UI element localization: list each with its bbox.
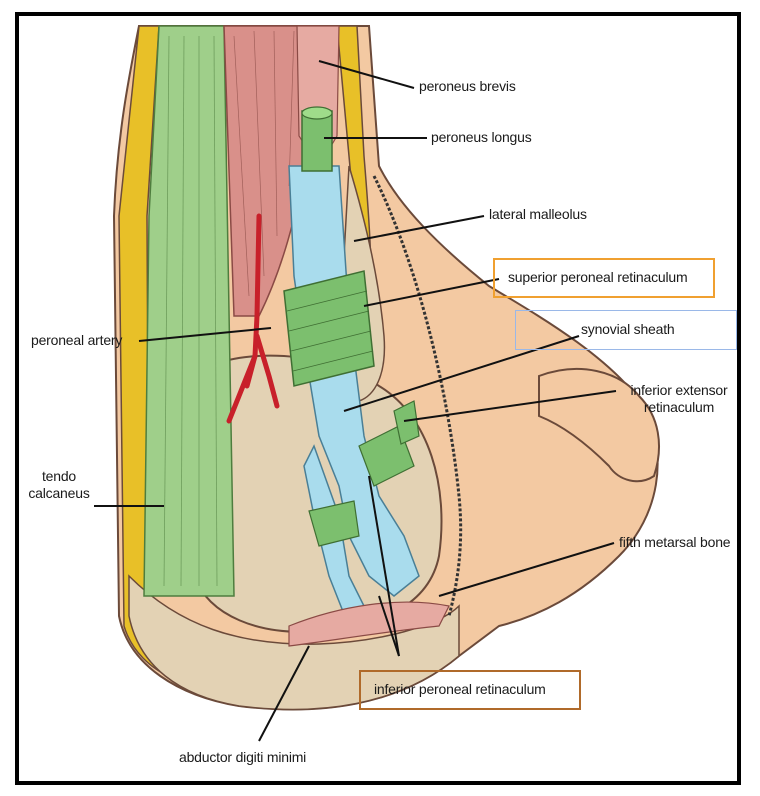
label-inferior-extensor-line2: retinaculum bbox=[644, 399, 714, 415]
label-lateral-malleolus: lateral malleolus bbox=[489, 206, 587, 222]
label-abductor-digiti-minimi: abductor digiti minimi bbox=[179, 749, 306, 765]
label-superior-peroneal-retinaculum: superior peroneal retinaculum bbox=[508, 269, 687, 285]
label-inferior-extensor-retinaculum: inferior extensor retinaculum bbox=[619, 382, 739, 416]
label-peroneus-brevis: peroneus brevis bbox=[419, 78, 516, 94]
label-tendo-line1: tendo bbox=[42, 468, 76, 484]
label-fifth-metatarsal-bone: fifth metarsal bone bbox=[619, 534, 730, 550]
peroneus-longus-tendon bbox=[302, 111, 332, 171]
label-peroneal-artery: peroneal artery bbox=[31, 332, 122, 348]
figure-frame: peroneus brevis peroneus longus lateral … bbox=[15, 12, 741, 785]
label-tendo-calcaneus: tendo calcaneus bbox=[19, 468, 99, 502]
tendo-calcaneus bbox=[144, 26, 234, 596]
label-inferior-extensor-line1: inferior extensor bbox=[631, 382, 728, 398]
label-peroneus-longus: peroneus longus bbox=[431, 129, 532, 145]
label-synovial-sheath: synovial sheath bbox=[581, 321, 675, 337]
label-tendo-line2: calcaneus bbox=[28, 485, 89, 501]
label-inferior-peroneal-retinaculum: inferior peroneal retinaculum bbox=[374, 681, 546, 697]
